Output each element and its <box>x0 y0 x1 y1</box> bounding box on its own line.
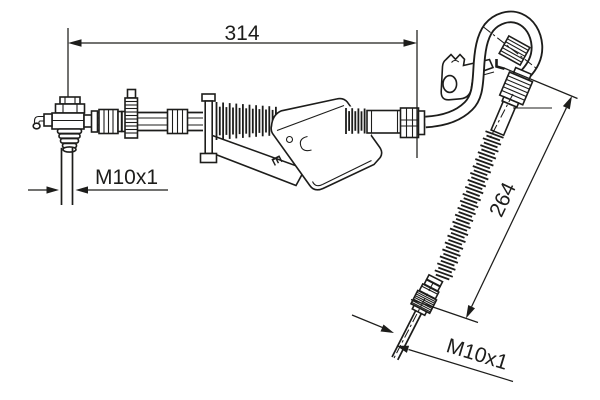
thread-right-label: M10x1 <box>444 334 511 374</box>
leader-arrow <box>396 345 410 353</box>
inlet-pipe <box>60 147 74 205</box>
union-nut <box>399 107 426 139</box>
crimp-sleeve-right <box>166 108 189 135</box>
strain-relief-collar <box>56 128 83 153</box>
pipe-arrow-diag <box>380 324 394 333</box>
dim-arrow-right <box>403 39 417 47</box>
bleeder-valve <box>32 113 53 130</box>
dim-arrow-bottom <box>466 305 475 319</box>
hose-end-cylinder <box>366 109 402 134</box>
bracket-hole <box>442 74 458 94</box>
end-fitting <box>391 273 444 361</box>
hose-loop <box>425 10 544 129</box>
crimp-sleeve-left <box>98 108 127 135</box>
grommet <box>498 34 531 67</box>
orientation-mark <box>495 59 505 71</box>
spring-clip <box>124 88 139 139</box>
shield-hole <box>285 135 294 144</box>
diagonal-corrugated-hose <box>434 130 504 281</box>
overall-length-label: 314 <box>224 22 259 45</box>
thread-label-left: M10x1 <box>28 166 168 194</box>
dimension-overall-length: 314 <box>67 22 418 158</box>
bellows-front <box>215 102 277 140</box>
thread-label-right: M10x1 <box>351 314 514 383</box>
banjo-fitting <box>32 96 99 153</box>
diagonal-union-nut <box>490 66 534 137</box>
pipe-arrow-right <box>46 186 59 194</box>
diagonal-centerline-upper <box>488 93 514 142</box>
dim-arrow-left <box>68 39 82 47</box>
grommet-centerline <box>483 26 539 71</box>
shield-notch <box>299 135 312 152</box>
loop-bracket <box>440 53 495 101</box>
pipe-arrow-left <box>75 186 88 194</box>
thread-left-label: M10x1 <box>95 166 158 189</box>
dim-arrow-top <box>562 96 572 110</box>
mounting-flange <box>199 93 218 164</box>
